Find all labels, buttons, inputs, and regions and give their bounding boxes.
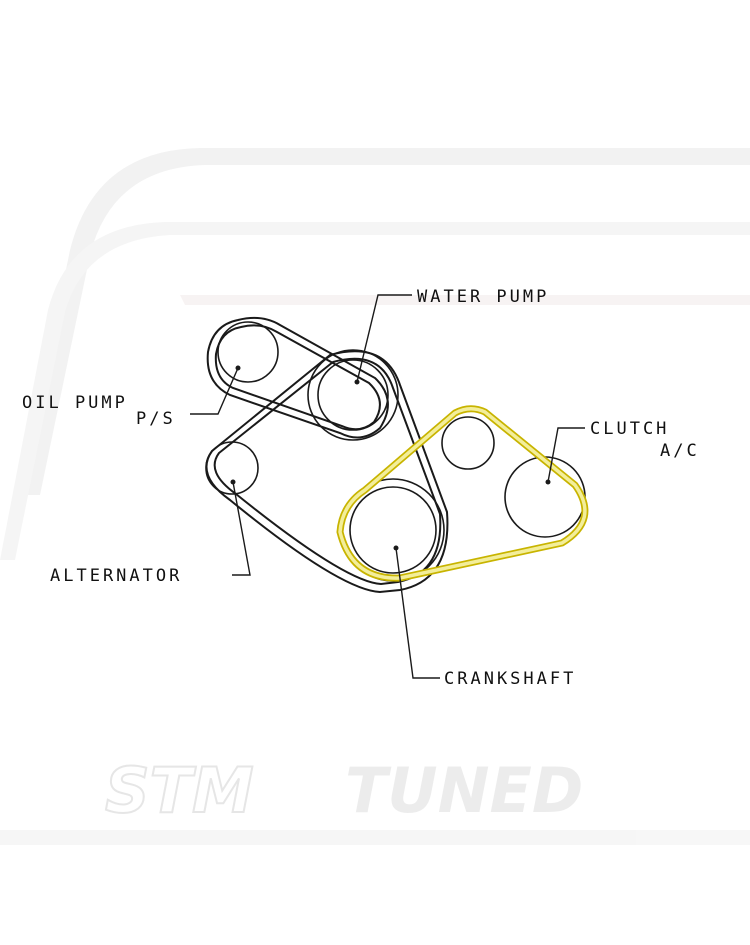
watermark-tuned-text: TUNED: [345, 754, 583, 827]
clutch-leader: [547, 427, 585, 483]
alternator-pulley: [205, 441, 259, 495]
watermark-stm-text: STM: [105, 754, 254, 827]
water-pump-pulley: [317, 359, 389, 431]
ps-leader: [190, 367, 239, 415]
ps-label: P/S: [136, 409, 176, 429]
power-steering-belt: [206, 316, 389, 439]
watermark-logo: STM TUNED: [0, 148, 750, 845]
water-pump-label: WATER PUMP: [417, 287, 549, 307]
crankshaft-leader: [395, 547, 440, 679]
ac-clutch-pulley: [504, 456, 586, 538]
oil-pump-label: OIL PUMP: [22, 393, 128, 413]
ac-label: A/C: [660, 441, 700, 461]
clutch-label: CLUTCH: [590, 419, 669, 439]
main-drive-belt: [205, 350, 449, 594]
idler-pulley: [441, 416, 495, 470]
oil-pump-pulley: [217, 321, 279, 383]
alternator-label: ALTERNATOR: [50, 566, 182, 586]
alternator-leader: [232, 481, 251, 576]
water-pump-leader: [356, 294, 412, 383]
crankshaft-label: CRANKSHAFT: [444, 669, 576, 689]
crankshaft-pulley: [349, 486, 437, 574]
